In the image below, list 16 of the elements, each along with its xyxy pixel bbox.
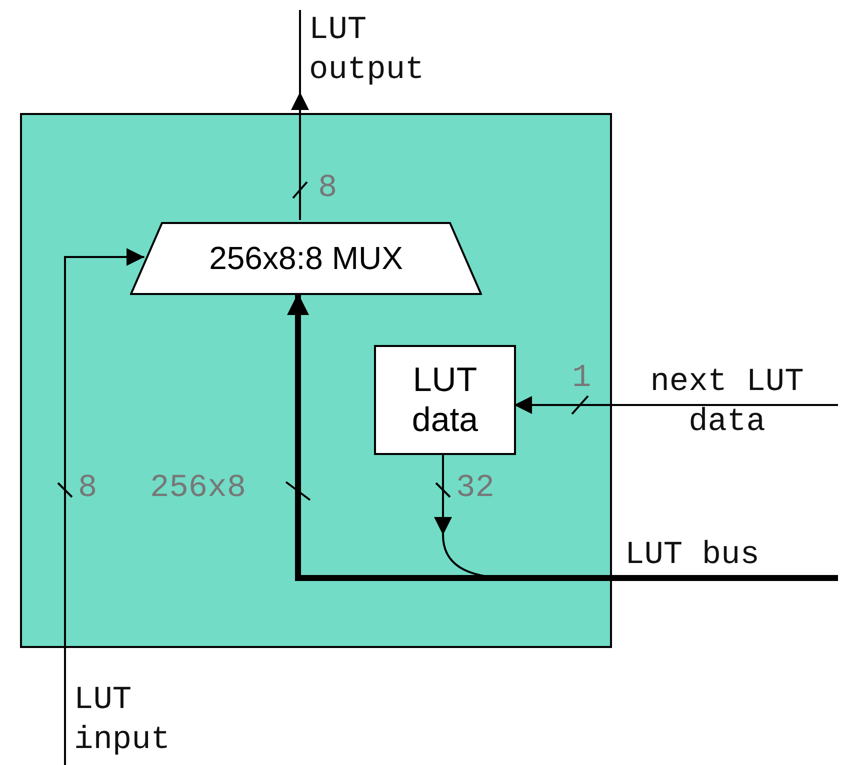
arrow xyxy=(291,92,309,220)
edge-label: 8 xyxy=(78,468,98,508)
edge-label: 256x8 xyxy=(150,468,246,508)
block-box xyxy=(20,113,612,648)
edge-label: 1 xyxy=(572,358,592,398)
arrow xyxy=(514,396,838,414)
signal-label: LUT bus xyxy=(440,535,838,581)
multiplexer: 256x8:8 MUX xyxy=(130,222,482,295)
signal-label: LUT input xyxy=(64,680,234,765)
signal-label: next LUT data xyxy=(616,362,838,444)
bus-line xyxy=(287,293,440,581)
edge-label: 8 xyxy=(318,168,338,208)
arrow xyxy=(434,453,452,535)
signal-label: LUT output xyxy=(299,10,489,92)
edge-label: 32 xyxy=(456,468,494,508)
process-box: LUT data xyxy=(374,345,516,455)
